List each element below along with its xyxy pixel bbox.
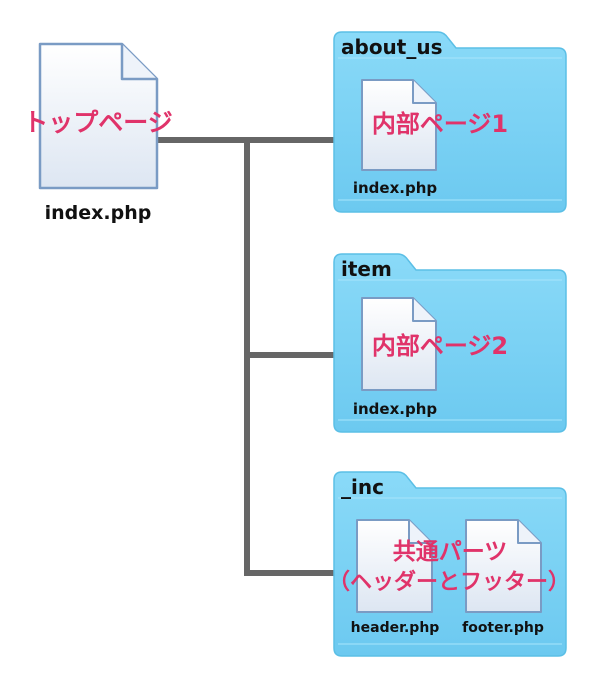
file-index-item[interactable] — [361, 297, 437, 391]
root-file: トップページ index.php — [23, 42, 173, 224]
file-index-about[interactable] — [361, 79, 437, 171]
folder-item[interactable]: item 内部ページ2 index.php — [333, 253, 567, 433]
folder-caption: 内部ページ2 — [372, 332, 508, 360]
root-caption: トップページ — [23, 108, 173, 137]
folder-caption: 内部ページ1 — [372, 110, 508, 138]
file-header[interactable] — [356, 519, 433, 613]
document-fold-icon — [120, 44, 157, 81]
folder-name: _inc — [341, 475, 384, 499]
root-filename: index.php — [45, 202, 152, 224]
file-name: index.php — [353, 179, 438, 197]
folder-name: about_us — [341, 35, 443, 59]
folder-caption-line-1: 共通パーツ — [393, 539, 508, 565]
folder-about-us[interactable]: about_us 内部ページ1 index.php — [333, 31, 567, 213]
file-footer[interactable] — [465, 519, 542, 613]
document-fold-icon — [412, 80, 436, 104]
file-name-footer: footer.php — [462, 620, 544, 636]
file-name: index.php — [353, 400, 438, 418]
folder-caption-line-2: （ヘッダーとフッター） — [328, 569, 570, 595]
file-name-header: header.php — [351, 620, 440, 636]
folder-inc[interactable]: _inc 共通パーツ （ヘッダーとフッター） header.php footer… — [328, 471, 570, 657]
folder-name: item — [341, 257, 392, 281]
document-fold-icon — [412, 298, 436, 322]
connector-lines — [150, 137, 338, 576]
document-fold-icon — [408, 520, 432, 544]
document-fold-icon — [517, 520, 541, 544]
